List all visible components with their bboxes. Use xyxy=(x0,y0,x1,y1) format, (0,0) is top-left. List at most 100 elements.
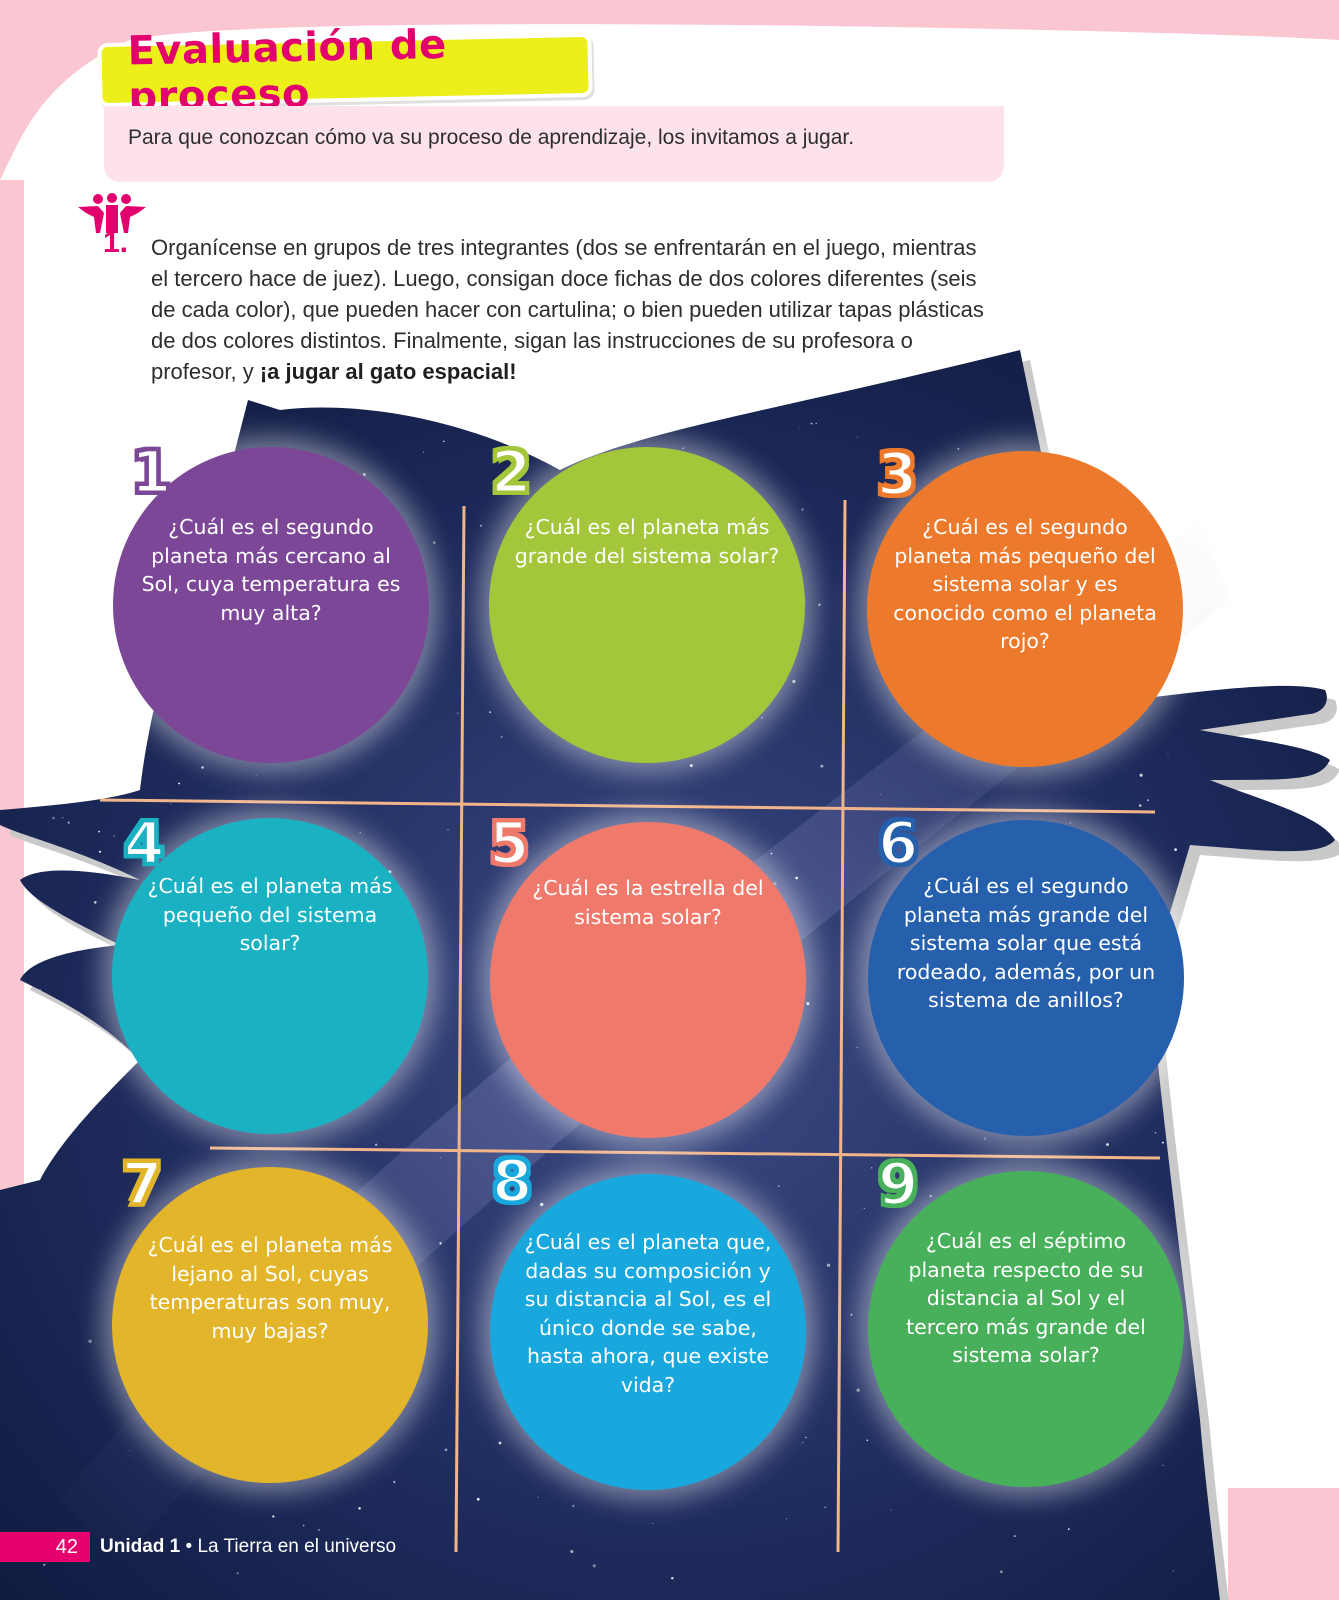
star xyxy=(443,440,445,443)
star xyxy=(671,1576,674,1580)
star xyxy=(870,1167,873,1169)
cell-question: ¿Cuál es el segundo planeta más cercano … xyxy=(141,515,401,625)
game-cell-8[interactable]: 8 ¿Cuál es el planeta que, dadas su comp… xyxy=(490,1151,806,1490)
star xyxy=(802,1441,804,1444)
star xyxy=(770,852,773,855)
star xyxy=(128,1450,131,1452)
star xyxy=(1174,848,1177,851)
cell-number: 8 xyxy=(490,1147,533,1215)
star xyxy=(318,1529,320,1531)
star xyxy=(381,1587,383,1589)
star xyxy=(500,751,502,753)
star xyxy=(94,901,97,904)
star xyxy=(1161,1141,1164,1144)
star xyxy=(1069,822,1072,824)
star xyxy=(52,816,55,820)
star xyxy=(826,1263,831,1267)
star xyxy=(1106,1143,1109,1146)
star xyxy=(890,1509,892,1511)
cell-question: ¿Cuál es el séptimo planeta respecto de … xyxy=(906,1229,1146,1367)
pink-frame xyxy=(0,0,1339,180)
cell-number: 6 xyxy=(876,809,919,877)
star xyxy=(798,428,800,430)
star xyxy=(999,1570,1003,1574)
cell-number: 1 xyxy=(129,438,172,506)
cell-number: 5 xyxy=(487,809,530,877)
game-cell-5[interactable]: 5 ¿Cuál es la estrella del sistema solar… xyxy=(487,813,806,1138)
game-cell-4[interactable]: 4 ¿Cuál es el planeta más pequeño del si… xyxy=(112,813,428,1134)
star xyxy=(423,451,424,453)
star xyxy=(358,1507,361,1510)
star xyxy=(801,508,804,511)
star xyxy=(104,719,107,722)
cell-number: 4 xyxy=(122,809,165,877)
star xyxy=(598,430,600,432)
star xyxy=(272,1515,275,1518)
star xyxy=(363,473,366,476)
star xyxy=(1154,1131,1157,1134)
cell-question: ¿Cuál es el segundo planeta más pequeño … xyxy=(893,515,1157,653)
section-subtitle: Para que conozcan cómo va su proceso de … xyxy=(128,126,855,149)
game-cell-3[interactable]: 3 ¿Cuál es el segundo planeta más pequeñ… xyxy=(867,444,1183,767)
star xyxy=(957,447,960,450)
star xyxy=(479,524,483,527)
game-cell-1[interactable]: 1 ¿Cuál es el segundo planeta más cercan… xyxy=(113,442,429,763)
star xyxy=(1138,804,1142,807)
star xyxy=(1167,753,1169,755)
star xyxy=(1166,515,1170,519)
star xyxy=(1139,773,1143,777)
star xyxy=(1188,918,1192,922)
activity-text: Organícense en grupos de tres integrante… xyxy=(151,235,984,384)
star xyxy=(489,711,492,713)
star xyxy=(652,1522,654,1524)
game-grid-lines xyxy=(99,499,1161,1553)
star xyxy=(67,821,70,824)
cell-number: 2 xyxy=(489,438,532,506)
subtitle-box: Para que conozcan cómo va su proceso de … xyxy=(104,106,1004,182)
game-cell-2[interactable]: 2 ¿Cuál es el planeta más grande del sis… xyxy=(489,442,805,763)
cell-number: 9 xyxy=(876,1150,919,1218)
star xyxy=(255,775,257,777)
star xyxy=(805,1436,807,1439)
game-cell-6[interactable]: 6 ¿Cuál es el segundo planeta más grande… xyxy=(868,813,1184,1136)
activity-instructions: Organícense en grupos de tres integrante… xyxy=(151,232,996,387)
star xyxy=(375,1143,378,1146)
star xyxy=(439,1242,442,1245)
star xyxy=(761,716,763,719)
grid-line-vertical-right xyxy=(836,499,847,1553)
star xyxy=(476,1497,480,1501)
star xyxy=(592,1564,596,1568)
star xyxy=(433,541,436,544)
star xyxy=(61,781,64,784)
star xyxy=(55,706,57,708)
game-cell-7[interactable]: 7 ¿Cuál es el planeta más lejano al Sol,… xyxy=(112,1154,428,1483)
star xyxy=(447,829,449,831)
star xyxy=(113,835,116,837)
star xyxy=(866,1439,869,1442)
footer-separator: • xyxy=(185,1536,193,1557)
star xyxy=(856,436,858,438)
star xyxy=(792,679,796,684)
star xyxy=(302,1524,305,1527)
star xyxy=(524,432,527,435)
star xyxy=(824,1506,826,1509)
star xyxy=(540,1202,544,1207)
star xyxy=(785,1518,787,1520)
star xyxy=(929,1195,932,1198)
star xyxy=(810,422,813,425)
star xyxy=(806,1002,810,1006)
game-cell-9[interactable]: 9 ¿Cuál es el séptimo planeta respecto d… xyxy=(868,1154,1184,1487)
star xyxy=(88,1339,92,1343)
star xyxy=(1162,1464,1164,1467)
star xyxy=(178,782,181,785)
cell-question: ¿Cuál es el planeta que, dadas su compos… xyxy=(524,1230,772,1397)
star xyxy=(682,447,685,450)
star xyxy=(348,1538,350,1540)
star xyxy=(457,712,459,714)
star xyxy=(193,433,197,437)
group-icon xyxy=(78,193,146,233)
star xyxy=(39,989,42,991)
star xyxy=(572,1504,575,1508)
cell-number: 7 xyxy=(120,1150,163,1218)
star xyxy=(856,1388,860,1392)
